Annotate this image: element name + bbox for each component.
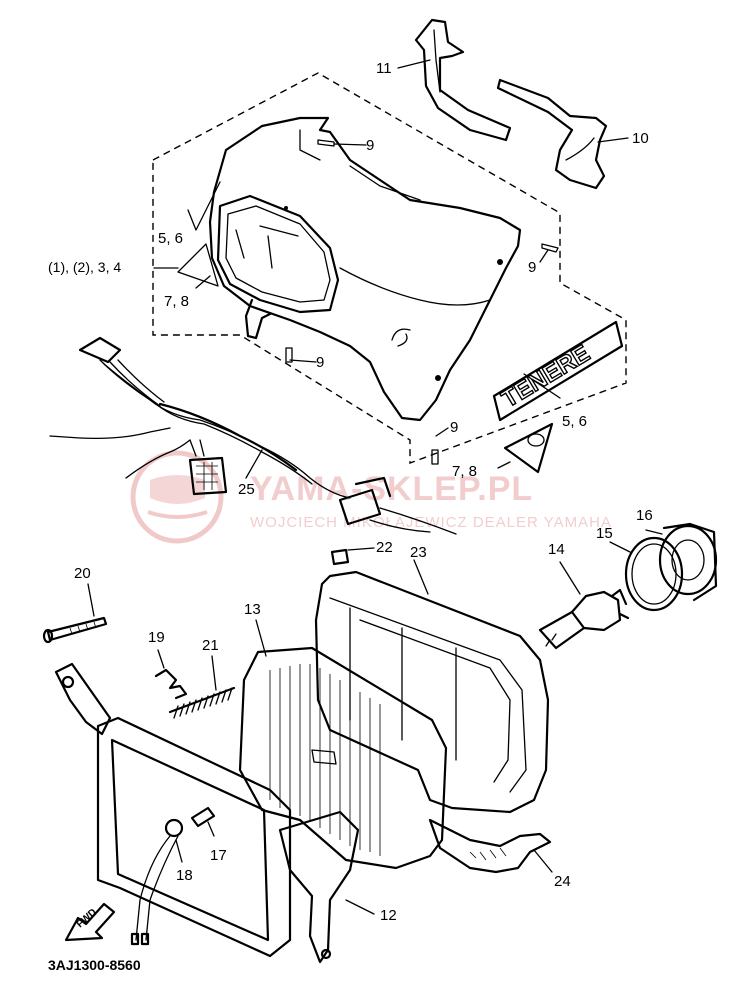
clip-22 xyxy=(330,548,350,566)
callout-9-mid: 9 xyxy=(316,354,324,371)
callouts: 11 9 10 5, 6 (1), (2), 3, 4 9 7, 8 9 5, … xyxy=(48,60,653,924)
callout-22: 22 xyxy=(376,539,393,556)
spring-21 xyxy=(168,686,236,719)
callout-17: 17 xyxy=(210,847,227,864)
fairing-assembly-outline xyxy=(152,72,627,465)
callout-12: 12 xyxy=(380,907,397,924)
callout-9-bottom: 9 xyxy=(450,419,458,436)
fwd-arrow-icon: FWD xyxy=(64,902,116,942)
watermark-subtitle: WOJCIECH MIKOŁAJEWICZ DEALER YAMAHA xyxy=(250,514,612,531)
callout-15: 15 xyxy=(596,525,613,542)
callout-9-top: 9 xyxy=(366,137,374,154)
fastener-9-right xyxy=(541,243,559,253)
callout-21: 21 xyxy=(202,637,219,654)
fairing-cowl xyxy=(208,116,522,422)
fwd-label: FWD xyxy=(75,907,99,930)
callout-14: 14 xyxy=(548,541,565,558)
fastener-9-top xyxy=(317,139,335,147)
halogen-bulb-14 xyxy=(538,588,630,650)
wiring-harness-25 xyxy=(49,336,457,535)
small-bulb-17 xyxy=(190,806,216,828)
leader-lines xyxy=(87,59,663,915)
callout-18: 18 xyxy=(176,867,193,884)
headlight-housing-23 xyxy=(314,570,550,814)
bolt-20 xyxy=(42,616,108,644)
lower-trim-24 xyxy=(428,818,552,874)
badge-text: TENERE xyxy=(497,340,594,413)
tenere-badge: TENERE xyxy=(492,320,624,422)
callout-25: 25 xyxy=(238,481,255,498)
decal-7-8-left xyxy=(177,243,219,287)
callout-13: 13 xyxy=(244,601,261,618)
bracket-10 xyxy=(496,78,608,190)
spring-clip-19 xyxy=(154,668,188,700)
part-code: 3AJ1300-8560 xyxy=(48,957,141,973)
headlight-frame-12 xyxy=(54,662,360,964)
watermark-logo-icon xyxy=(130,450,224,544)
callout-24: 24 xyxy=(554,873,571,890)
watermark: YAMA-SKLEP.PL WOJCIECH MIKOŁAJEWICZ DEAL… xyxy=(130,450,612,544)
decal-7-8-right xyxy=(503,422,554,474)
callout-23: 23 xyxy=(410,544,427,561)
callout-10: 10 xyxy=(632,130,649,147)
rubber-ring-15 xyxy=(624,536,684,612)
callout-7-8-right: 7, 8 xyxy=(452,463,477,480)
callout-9-right: 9 xyxy=(528,259,536,276)
callout-20: 20 xyxy=(74,565,91,582)
callout-5-6-right: 5, 6 xyxy=(562,413,587,430)
watermark-title: YAMA-SKLEP.PL xyxy=(250,470,533,508)
sealed-beam-13 xyxy=(238,646,448,870)
bracket-11 xyxy=(414,18,512,142)
callout-7-8-left: 7, 8 xyxy=(164,293,189,310)
callout-19: 19 xyxy=(148,629,165,646)
callout-1-2-3-4: (1), (2), 3, 4 xyxy=(48,259,121,275)
callout-5-6-left: 5, 6 xyxy=(158,230,183,247)
dust-cover-16 xyxy=(658,522,718,602)
callout-16: 16 xyxy=(636,507,653,524)
bulb-socket-18 xyxy=(130,818,184,946)
callout-11: 11 xyxy=(376,60,392,77)
fastener-9-bottom xyxy=(431,449,439,465)
fastener-9-mid xyxy=(285,347,293,363)
